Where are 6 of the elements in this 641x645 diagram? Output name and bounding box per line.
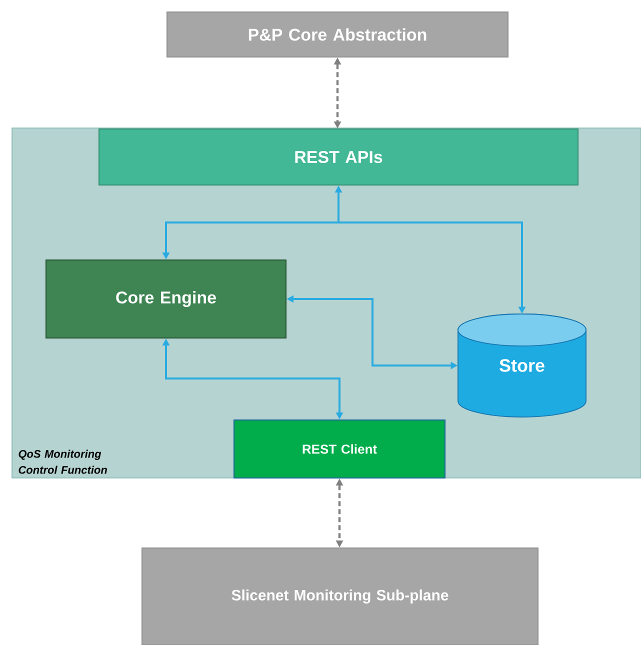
process-box: Core Engine: [46, 260, 286, 338]
process-box: REST Client: [234, 420, 446, 478]
process-box: P&P Core Abstraction: [166, 12, 508, 58]
process-box: Slicenet Monitoring Sub-plane: [142, 548, 538, 645]
store-cylinder: Store: [458, 314, 586, 418]
process-box: REST APIs: [98, 128, 578, 186]
